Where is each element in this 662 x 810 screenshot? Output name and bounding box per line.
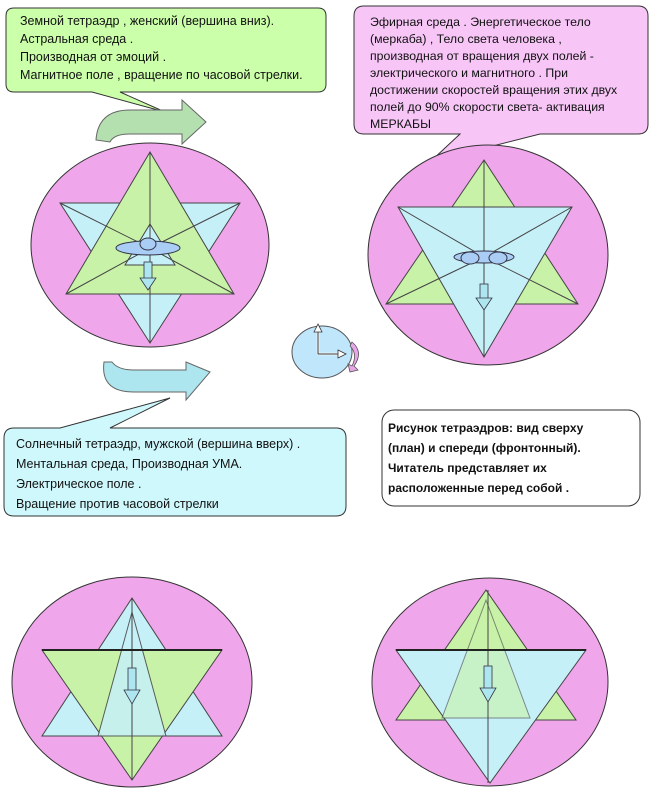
earth-line-3: Производная от эмоций . — [20, 50, 167, 64]
counterclockwise-arrow — [103, 361, 211, 402]
solar-line-4: Вращение против часовой стрелки — [16, 497, 219, 511]
ether-line-5: достижении скоростей вращения этих двух — [370, 83, 618, 97]
clockwise-arrow — [95, 98, 207, 146]
bottom-right-star-tetrahedron — [371, 577, 609, 787]
earth-tetrahedron-text: Земной тетраэдр , женский (вершина вниз)… — [20, 12, 320, 84]
ether-line-1: Эфирная среда . Энергетическое тело — [370, 15, 591, 29]
earth-callout-bubble — [5, 7, 327, 113]
earth-line-2: Астральная среда . — [20, 32, 134, 46]
top-left-star-tetrahedron — [30, 142, 270, 348]
caption-line-3: Читатель представляет их — [388, 461, 547, 475]
ether-line-3: производная от вращения двух полей - — [370, 49, 594, 63]
rotation-clock-icon — [291, 323, 359, 379]
bottom-left-star-tetrahedron — [11, 576, 253, 788]
solar-callout-bubble — [3, 397, 347, 517]
caption-line-2: (план) и спереди (фронтонный). — [388, 441, 581, 455]
ether-medium-text: Эфирная среда . Энергетическое тело (мер… — [370, 14, 640, 133]
caption-line-1: Рисунок тетраэдров: вид сверху — [388, 421, 584, 435]
solar-line-1: Солнечный тетраэдр, мужской (вершина вве… — [16, 437, 301, 451]
earth-line-1: Земной тетраэдр , женский (вершина вниз)… — [20, 14, 275, 28]
ether-line-2: (меркаба) , Тело света человека , — [370, 32, 562, 46]
solar-tetrahedron-text: Солнечный тетраэдр, мужской (вершина вве… — [16, 434, 346, 514]
solar-line-2: Ментальная среда, Производная УМА. — [16, 457, 243, 471]
ether-line-6: полей до 90% скорости света- активация — [370, 100, 605, 114]
top-right-star-tetrahedron — [367, 144, 609, 366]
ether-line-4: электрического и магнитного . При — [370, 66, 568, 80]
ether-line-7: МЕРКАБЫ — [370, 117, 431, 131]
solar-line-3: Электрическое поле . — [16, 477, 142, 491]
figure-caption-text: Рисунок тетраэдров: вид сверху (план) и … — [388, 418, 638, 498]
caption-box — [381, 409, 641, 507]
earth-line-4: Магнитное поле , вращение по часовой стр… — [20, 68, 303, 82]
caption-line-4: расположенные перед собой . — [388, 481, 570, 495]
